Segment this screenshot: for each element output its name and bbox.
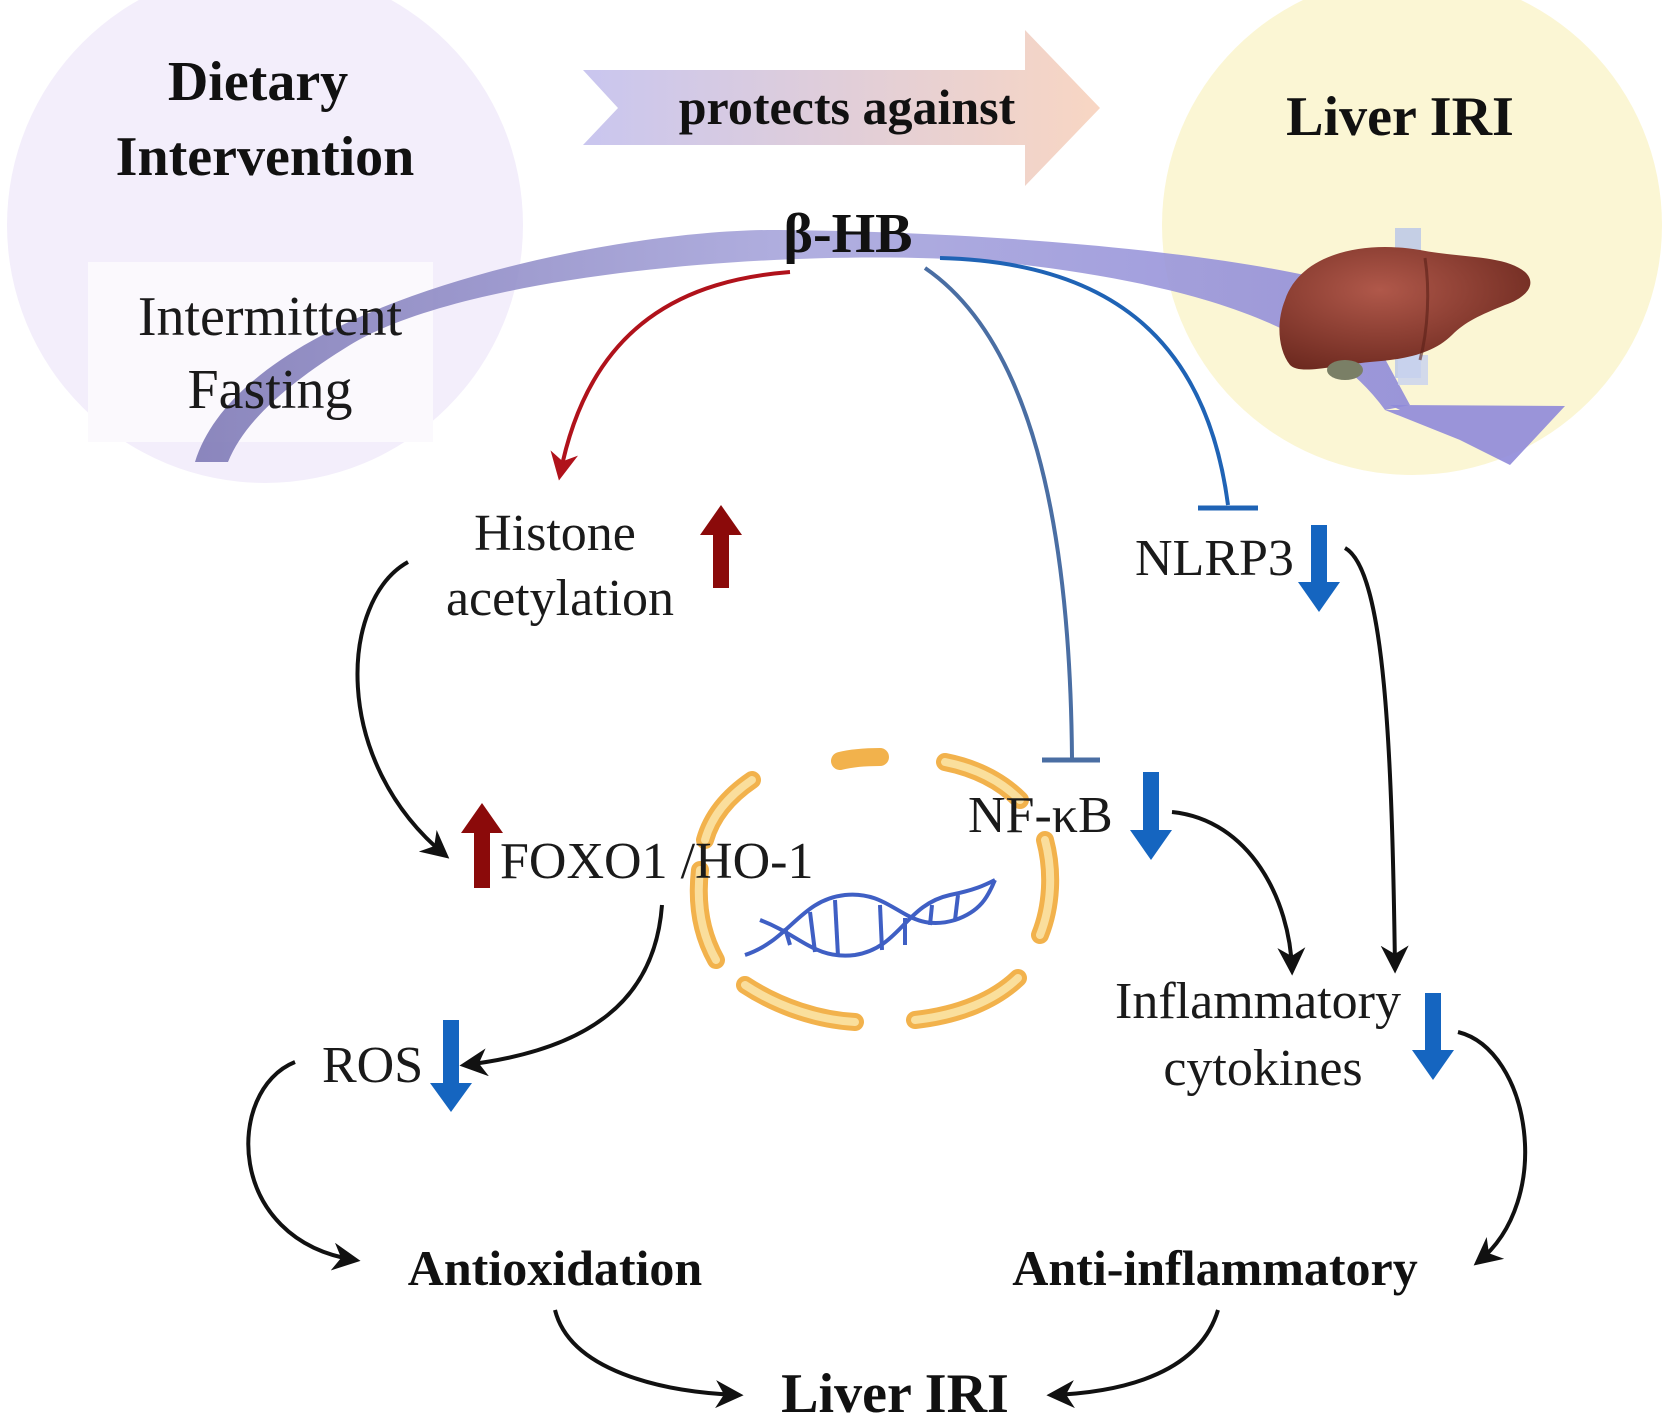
dna-icon [744, 878, 997, 958]
ros-label: ROS [322, 1037, 423, 1094]
edge-histone-to-foxo1 [355, 560, 450, 859]
liver-icon [1279, 228, 1531, 385]
nfkb-label: NF-κB [968, 787, 1113, 844]
histone-label-line1: Histone [474, 505, 636, 562]
nfkb-down-arrow-icon [1130, 772, 1172, 860]
liver-iri-header: Liver IRI [1286, 86, 1514, 148]
edge-foxo1-to-ros [459, 904, 664, 1077]
foxo1-label: FOXO1 /HO-1 [500, 833, 813, 890]
nlrp3-label: NLRP3 [1135, 530, 1294, 587]
histone-label-line2: acetylation [446, 570, 674, 627]
cytokines-label-line2: cytokines [1163, 1040, 1362, 1097]
anti-inflammatory-label: Anti-inflammatory [1012, 1240, 1418, 1296]
foxo1-up-arrow-icon [461, 803, 503, 888]
edge-nfkb-to-cytokines [1171, 810, 1306, 976]
dietary-label-line1: Dietary [168, 51, 348, 113]
sweep-arrow-head [1385, 405, 1565, 465]
dietary-label-line2: Intervention [116, 126, 415, 188]
fasting-label-line2: Fasting [188, 359, 353, 421]
fasting-label-line1: Intermittent [138, 286, 403, 348]
banner-label: protects against [679, 79, 1016, 135]
antioxidation-label: Antioxidation [408, 1240, 703, 1296]
sweep-arrow [195, 229, 1410, 462]
edge-bhb-inhibits-nlrp3 [939, 256, 1230, 506]
cytokines-down-arrow-icon [1412, 993, 1454, 1080]
edge-anti-inflammatory-to-liver-iri [1046, 1309, 1220, 1409]
edge-cytokines-to-anti-inflammatory [1457, 1030, 1528, 1266]
liver-iri-outcome-label: Liver IRI [781, 1363, 1009, 1420]
edge-antioxidation-to-liver-iri [553, 1309, 744, 1409]
histone-up-arrow-icon [700, 505, 742, 588]
beta-hb-label: β-HB [783, 203, 912, 265]
edge-nlrp3-to-cytokines [1343, 546, 1409, 974]
edge-bhb-inhibits-nfkb [923, 266, 1074, 759]
ros-down-arrow-icon [430, 1020, 472, 1112]
cytokines-label-line1: Inflammatory [1115, 973, 1401, 1030]
edge-bhb-to-histone [550, 270, 791, 481]
nlrp3-down-arrow-icon [1298, 525, 1340, 612]
edge-ros-to-antioxidation [246, 1060, 361, 1271]
protects-against-banner-arrow [583, 30, 1100, 186]
